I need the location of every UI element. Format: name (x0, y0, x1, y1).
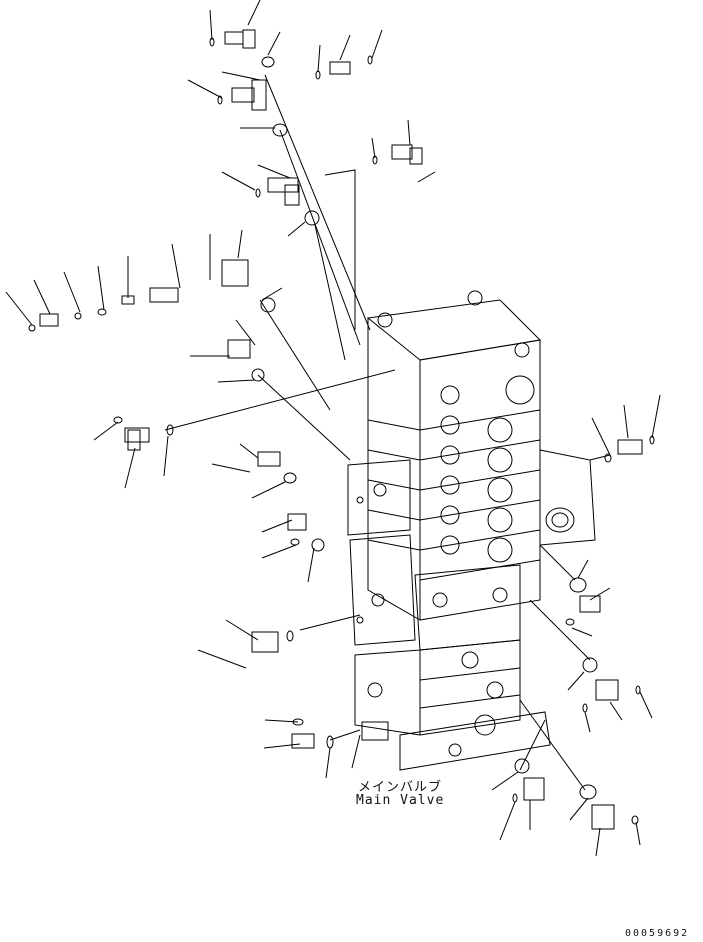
elbow-fitting-icon (252, 632, 278, 652)
o-ring-icon (605, 454, 611, 462)
elbow-fitting-icon (392, 145, 422, 164)
o-ring-icon (167, 425, 173, 435)
o-ring-icon (632, 816, 638, 824)
o-ring-icon (305, 211, 319, 225)
o-ring-icon (515, 759, 529, 773)
right-side-block (540, 450, 595, 545)
leader-lines (165, 75, 610, 790)
o-ring-icon (98, 309, 106, 315)
o-ring-icon (312, 539, 324, 551)
callout-leaders (6, 0, 660, 856)
elbow-fitting-icon (580, 596, 600, 612)
straight-fitting-icon (618, 440, 642, 454)
valve-sections (368, 410, 540, 620)
main-valve-label-en: Main Valve (356, 793, 445, 808)
main-valve-label-jp: メインバルブ (358, 780, 443, 795)
o-ring-icon (75, 313, 81, 319)
o-ring-icon (273, 124, 287, 136)
o-ring-icon (636, 686, 640, 694)
elbow-fitting-icon (362, 722, 388, 740)
spool-caps (378, 291, 534, 735)
elbow-fitting-icon (125, 428, 149, 450)
lower-sections (355, 640, 550, 770)
o-ring-icon (29, 325, 35, 331)
tee-fitting-icon (268, 178, 299, 205)
o-ring-icon (368, 56, 372, 64)
o-ring-icon (114, 417, 122, 423)
elbow-fitting-icon (592, 805, 614, 829)
straight-fitting-icon (330, 62, 350, 74)
fittings-left (29, 30, 422, 748)
o-ring-icon (513, 794, 517, 802)
o-ring-icon (580, 785, 596, 799)
o-ring-icon (327, 736, 333, 748)
o-ring-icon (256, 189, 260, 197)
straight-fitting-icon (292, 734, 314, 748)
o-ring-icon (583, 658, 597, 672)
o-ring-icon (262, 57, 274, 67)
o-ring-icon (252, 369, 264, 381)
check-valve-icon (150, 260, 248, 302)
plug-icon (40, 314, 58, 326)
o-ring-icon (570, 578, 586, 592)
elbow-fitting-icon (524, 778, 544, 800)
o-ring-icon (291, 539, 299, 545)
drawing-number: 00059692 (625, 928, 690, 939)
o-ring-icon (566, 619, 574, 625)
o-ring-icon (583, 704, 587, 712)
o-ring-icon (261, 298, 275, 312)
elbow-fitting-icon (288, 514, 306, 530)
fittings-right (513, 436, 654, 829)
o-ring-icon (287, 631, 293, 641)
main-valve-body (348, 291, 595, 770)
elbow-fitting-icon (225, 30, 255, 48)
tee-fitting-icon (232, 80, 266, 110)
elbow-fitting-icon (258, 452, 280, 466)
elbow-fitting-icon (228, 340, 250, 358)
elbow-fitting-icon (596, 680, 618, 700)
left-flange-block (348, 460, 415, 645)
o-ring-icon (218, 96, 222, 104)
o-ring-icon (316, 71, 320, 79)
o-ring-icon (284, 473, 296, 483)
